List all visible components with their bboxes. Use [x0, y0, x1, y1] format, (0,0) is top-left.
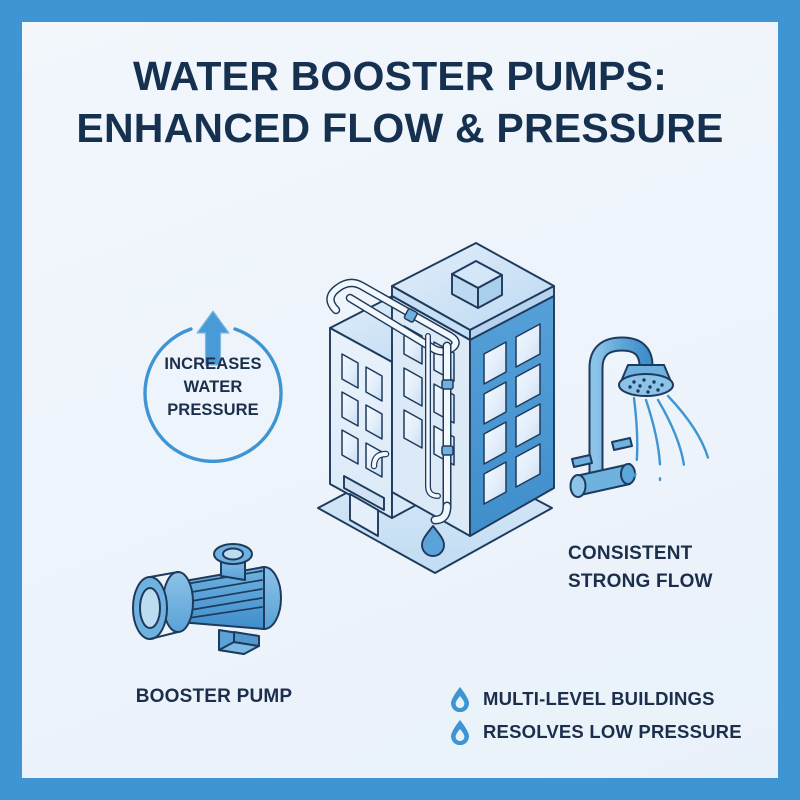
shower-svg — [569, 336, 712, 498]
pump-inlet-bore — [139, 587, 161, 629]
shower-illustration — [568, 318, 748, 548]
badge-ring-and-arrow — [143, 310, 283, 464]
booster-pump-illustration — [114, 530, 304, 660]
shower-head — [618, 364, 674, 397]
badge-line-1: INCREASES — [164, 355, 262, 373]
list-item-label: RESOLVES LOW PRESSURE — [483, 720, 742, 742]
shower-caption-line-1: CONSISTENT — [568, 543, 693, 564]
arrow-up-icon — [196, 310, 230, 366]
left-tower-windows-left-face — [341, 353, 383, 478]
pump-cooling-fins — [181, 570, 263, 620]
poster-canvas: WATER BOOSTER PUMPS: ENHANCED FLOW & PRE… — [22, 22, 778, 778]
shower-head-face — [618, 373, 674, 397]
title-line-1: WATER BOOSTER PUMPS: — [133, 53, 667, 99]
right-tower-windows-blue-face — [483, 323, 541, 505]
water-jets — [632, 394, 712, 482]
badge-line-2: WATER — [183, 377, 243, 396]
increases-pressure-badge: INCREASES WATER PRESSURE — [133, 303, 293, 464]
pipe-collar-joints — [403, 308, 454, 456]
list-item: RESOLVES LOW PRESSURE — [450, 715, 760, 748]
badge-text: INCREASES WATER PRESSURE — [133, 353, 293, 421]
water-droplet-icon — [421, 525, 445, 557]
shower-head-nozzles — [628, 378, 664, 394]
water-drop-icon — [451, 686, 469, 712]
shower-caption: CONSISTENT STRONG FLOW — [568, 540, 758, 595]
benefits-list: MULTI-LEVEL BUILDINGS RESOLVES LOW PRESS… — [450, 682, 760, 748]
rooftop-unit-face-right — [477, 274, 503, 309]
entrance-awning — [343, 475, 385, 511]
poster-title: WATER BOOSTER PUMPS: ENHANCED FLOW & PRE… — [22, 50, 778, 155]
list-item-label: MULTI-LEVEL BUILDINGS — [483, 687, 715, 709]
building-svg — [317, 242, 555, 574]
pump-discharge-bore — [222, 547, 244, 561]
valve-handle-left — [571, 454, 593, 468]
water-drop-icon — [451, 719, 469, 745]
building-illustration — [300, 218, 570, 578]
entrance-door — [349, 493, 379, 537]
pump-svg — [132, 543, 282, 655]
badge-line-3: PRESSURE — [167, 400, 259, 419]
shower-riser-pipe — [590, 338, 652, 484]
circle-ring-icon — [143, 327, 283, 464]
shower-mixer-valve — [569, 437, 636, 498]
shower-caption-line-2: STRONG FLOW — [568, 570, 713, 592]
pump-base-side — [233, 631, 260, 647]
title-line-2: ENHANCED FLOW & PRESSURE — [76, 105, 724, 152]
pump-caption: BOOSTER PUMP — [135, 686, 293, 707]
water-riser-pipes — [326, 278, 460, 525]
list-item: MULTI-LEVEL BUILDINGS — [450, 682, 760, 715]
valve-handle-right — [611, 437, 633, 451]
